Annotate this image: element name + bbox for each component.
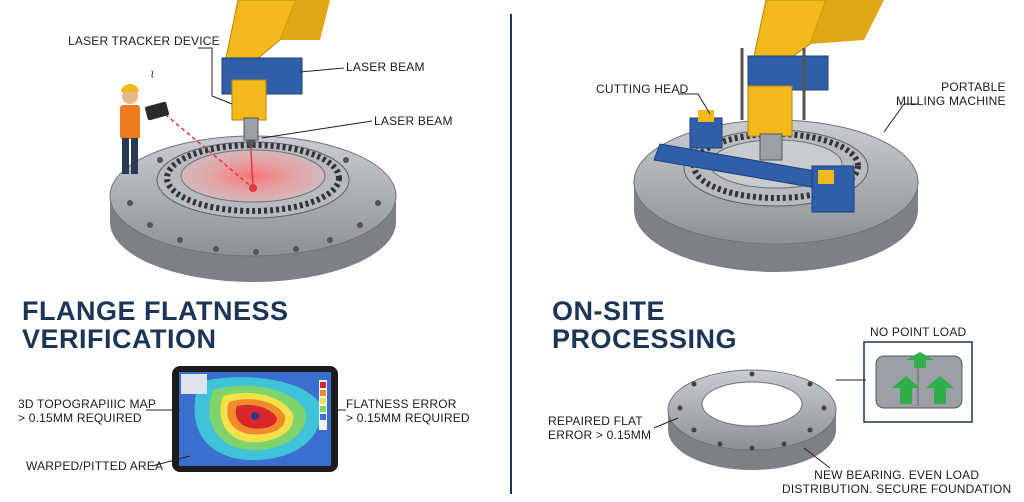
tablet-device — [172, 366, 338, 472]
flatness-error-label: FLATNESS ERROR > 0.15MM REQUIRED — [346, 397, 470, 425]
panel-title-line2: VERIFICATION — [22, 324, 217, 354]
laser-beam-line — [250, 149, 254, 189]
milling-machine-label: PORTABLE MILLING MACHINE — [896, 80, 1006, 108]
right-leader-lines — [678, 93, 918, 133]
crane-arm — [221, 0, 330, 150]
flange-verification-illustration: ≀ — [109, 0, 397, 282]
cutting-head-label: CUTTING HEAD — [596, 82, 689, 96]
crane-arm-right — [740, 0, 884, 161]
milling-illustration — [633, 0, 973, 470]
repaired-ring — [667, 369, 837, 470]
no-point-load-detail — [863, 341, 973, 423]
topographic-heatmap — [179, 372, 331, 466]
right-title-line1: ON-SITE — [552, 296, 666, 326]
laser-tracker-beam — [159, 109, 254, 189]
ring-leader-lines — [653, 379, 866, 469]
repaired-flat-label: REPAIRED FLAT ERROR > 0.15MM — [548, 414, 652, 442]
bolt-holes — [127, 157, 381, 255]
flange-ring — [109, 135, 397, 282]
milling-machine — [653, 110, 855, 213]
svg-text:≀: ≀ — [150, 67, 155, 81]
laser-beam-label-1: LASER BEAM — [346, 60, 425, 74]
onsite-processing-panel: CUTTING HEAD PORTABLE MILLING MACHINE ON… — [514, 0, 1024, 502]
worker-figure: ≀ — [120, 67, 169, 174]
flange-verification-panel: ≀ LASER TRACKER DEVICE LASER BEAM LASER … — [0, 0, 510, 502]
panel-divider — [510, 14, 512, 494]
leader-lines — [198, 47, 373, 139]
no-point-load-label: NO POINT LOAD — [870, 325, 967, 339]
right-title-line2: PROCESSING — [552, 324, 738, 354]
panel-title-line1: FLANGE FLATNESS — [22, 296, 289, 326]
laser-beam-label-2: LASER BEAM — [374, 114, 453, 128]
warped-area-label: WARPED/PITTED AREA — [26, 459, 164, 473]
laser-tracker-label: LASER TRACKER DEVICE — [68, 34, 220, 48]
new-bearing-label: NEW BEARING. EVEN LOAD DISTRIBUTION. SEC… — [782, 468, 1012, 496]
topographic-map-label: 3D TOPOGRAPIIIC MAP > 0.15MM REQUIRED — [18, 397, 157, 425]
